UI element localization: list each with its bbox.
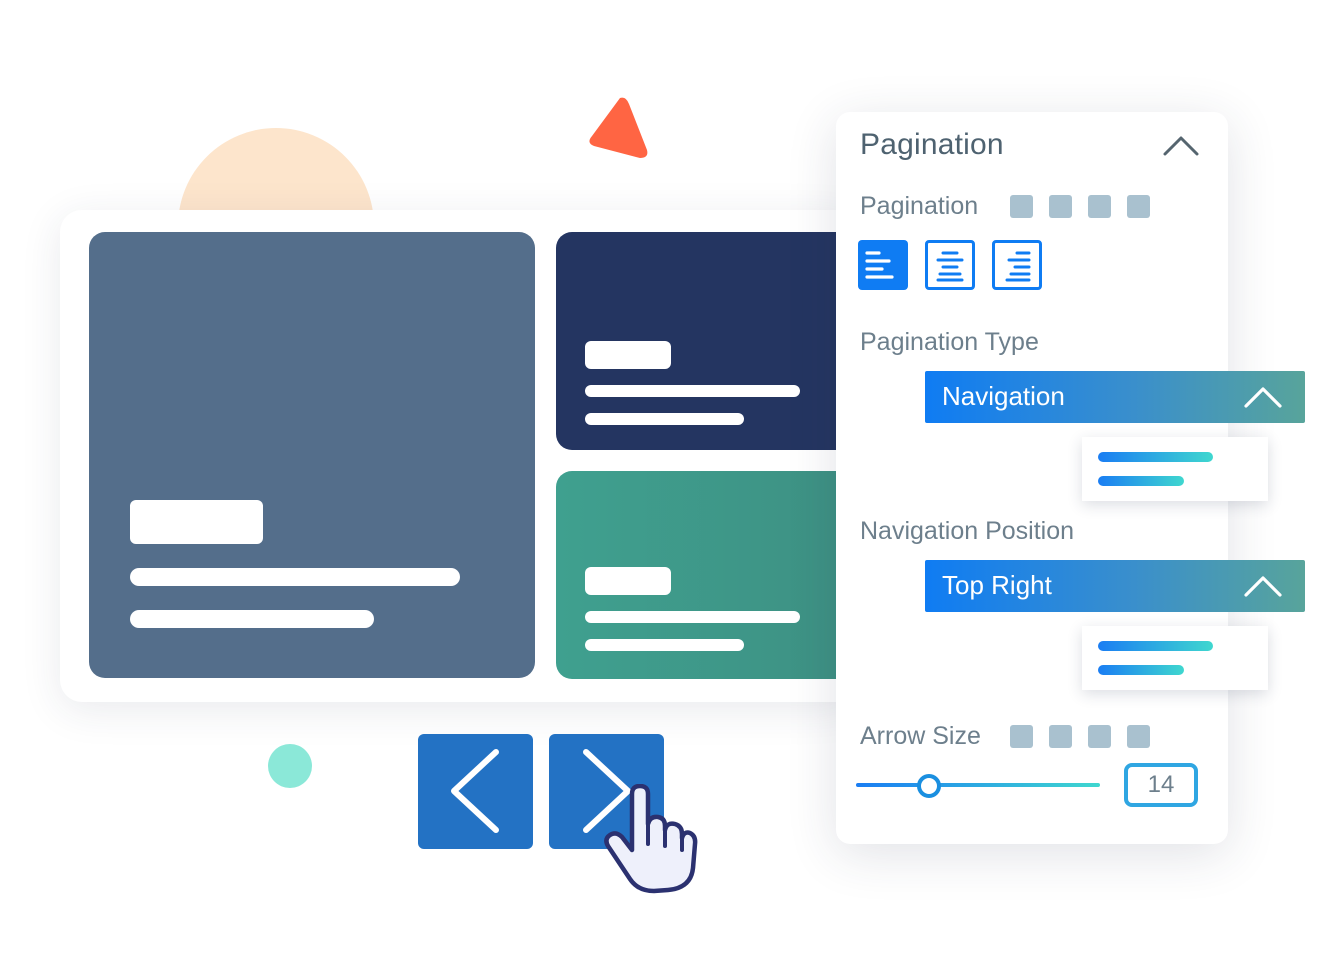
slide-heading-placeholder [130, 500, 263, 544]
chevron-up-icon [1244, 387, 1282, 408]
device-toggle[interactable] [1127, 725, 1150, 748]
pagination-type-menu [1082, 437, 1268, 501]
navigation-position-menu [1082, 626, 1268, 690]
slide-text-placeholder [130, 610, 374, 628]
device-toggle[interactable] [1127, 195, 1150, 218]
slide-large [89, 232, 535, 678]
slide-heading-placeholder [585, 567, 671, 595]
menu-option-placeholder[interactable] [1098, 476, 1184, 486]
navigation-position-dropdown[interactable]: Top Right [925, 560, 1305, 612]
decorative-mint-circle [268, 744, 312, 788]
pagination-label: Pagination [860, 192, 979, 220]
hand-pointer-icon [604, 784, 698, 894]
device-toggle[interactable] [1088, 725, 1111, 748]
device-toggle[interactable] [1088, 195, 1111, 218]
slide-text-placeholder [585, 413, 744, 425]
slide-heading-placeholder [585, 341, 671, 369]
slide-text-placeholder [585, 385, 800, 397]
align-right-button[interactable] [992, 240, 1042, 290]
chevron-up-icon [1244, 576, 1282, 597]
arrow-size-label: Arrow Size [860, 722, 981, 750]
arrow-size-slider-thumb[interactable] [917, 774, 941, 798]
navigation-position-label: Navigation Position [860, 517, 1075, 545]
device-toggle[interactable] [1010, 725, 1033, 748]
align-left-icon [865, 251, 894, 279]
device-toggle[interactable] [1049, 195, 1072, 218]
slide-green [556, 471, 860, 679]
chevron-left-icon [451, 749, 499, 833]
align-right-icon [1005, 251, 1031, 282]
device-toggle[interactable] [1049, 725, 1072, 748]
device-toggle[interactable] [1010, 195, 1033, 218]
chevron-right-icon [583, 749, 631, 833]
panel-title: Pagination [860, 128, 1004, 161]
pagination-type-dropdown[interactable]: Navigation [925, 371, 1305, 423]
arrow-size-slider[interactable] [856, 783, 1100, 787]
chevron-up-icon[interactable] [1162, 132, 1200, 158]
slide-text-placeholder [130, 568, 460, 586]
slide-dark [556, 232, 860, 450]
pagination-type-value: Navigation [942, 381, 1065, 411]
align-center-icon [936, 251, 964, 282]
slide-text-placeholder [585, 611, 800, 623]
prev-slide-button[interactable] [418, 734, 533, 849]
slide-text-placeholder [585, 639, 744, 651]
navigation-position-value: Top Right [942, 570, 1052, 600]
arrow-size-input[interactable]: 14 [1124, 763, 1198, 807]
slideshow-preview [60, 210, 860, 702]
menu-option-placeholder[interactable] [1098, 452, 1213, 462]
align-left-button[interactable] [858, 240, 908, 290]
menu-option-placeholder[interactable] [1098, 641, 1213, 651]
menu-option-placeholder[interactable] [1098, 665, 1184, 675]
pagination-settings-panel: Pagination Pagination [836, 112, 1305, 844]
align-center-button[interactable] [925, 240, 975, 290]
pagination-type-label: Pagination Type [860, 328, 1039, 356]
decorative-triangle-icon [589, 97, 648, 158]
